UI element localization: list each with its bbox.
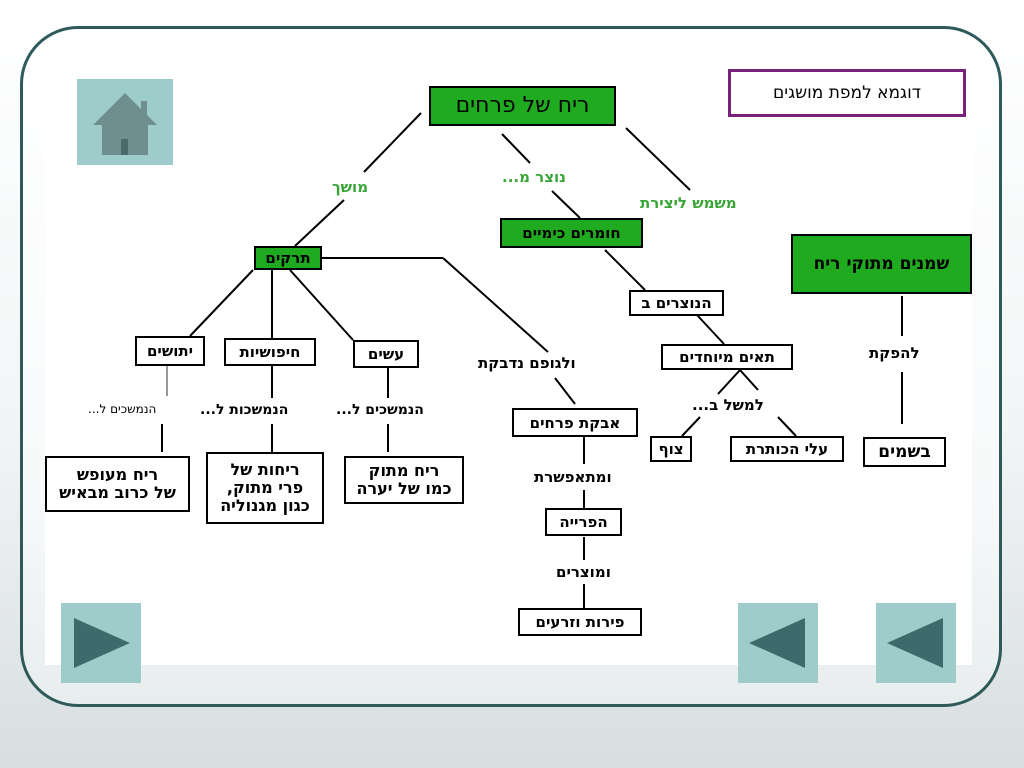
label-enables: ומתאפשרת [534, 468, 612, 486]
node-pollen: אבקת פרחים [512, 408, 638, 437]
diagram-title: דוגמא למפת מושגים [728, 69, 966, 117]
house-icon [93, 93, 157, 155]
label-for-example: למשל ב... [692, 396, 764, 414]
node-sweet-oils: שמנים מתוקי ריח [791, 234, 972, 294]
label-drawn-to-moths: הנמשכים ל... [336, 402, 424, 418]
node-musty-smell-line1: ריח מעופש [76, 465, 159, 484]
line-prod-cells [696, 314, 725, 345]
line-madefrom-chem [551, 190, 581, 219]
label-drawn-to-beetles: הנמשכות ל... [200, 402, 289, 418]
line-sticks-pollen [554, 377, 576, 405]
line-cells-example-l [717, 369, 741, 395]
prev-slide-button[interactable] [876, 603, 956, 683]
label-and-produce: ומוצרים [556, 563, 611, 581]
node-musty-smell: ריח מעופש של כרוב מבאיש [45, 456, 190, 512]
node-petals: עלי הכותרת [730, 436, 844, 462]
line-chem-prod [604, 249, 646, 291]
label-used-for: משמש ליצירת [640, 194, 737, 212]
node-beetles: חיפושיות [224, 338, 316, 366]
node-sweet-smell-line1: ריח מתוק [368, 461, 440, 480]
node-sweet-smell: ריח מתוק כמו של יערה [344, 456, 464, 504]
line-root-usedfor [625, 127, 691, 191]
node-scents: תרקים [254, 246, 322, 270]
label-made-from: נוצר מ... [502, 168, 566, 186]
label-drawn-to-mosquitoes: הנמשכים ל... [88, 402, 157, 416]
play-left-icon [887, 618, 943, 668]
node-chemicals: חומרים כימיים [500, 218, 643, 248]
line-example-tzuf [681, 416, 701, 437]
back-button[interactable] [738, 603, 818, 683]
node-fruits-seeds: פירות וזרעים [518, 608, 642, 636]
node-moths: עשים [353, 340, 419, 368]
label-to-produce: להפקת [869, 344, 920, 362]
node-nectar: צוף [650, 436, 692, 462]
node-sweet-smell-line2: כמו של יערה [356, 479, 452, 498]
line-scent-insects [189, 269, 254, 337]
line-cells-example-r [739, 369, 759, 391]
node-sweet-fruit-line3: כגון מגנוליה [220, 496, 310, 515]
home-button[interactable] [77, 79, 173, 165]
node-musty-smell-line2: של כרוב מבאיש [59, 483, 176, 502]
line-scent-sticks [442, 257, 549, 353]
node-flower-scent: ריח של פרחים [429, 86, 616, 126]
node-sweet-fruit-line2: פרי מתוק, [226, 478, 304, 497]
next-slide-button[interactable] [61, 603, 141, 683]
play-left-icon [749, 618, 805, 668]
node-mosquitoes: יתושים [135, 336, 205, 366]
play-right-icon [74, 618, 130, 668]
line-root-madefrom [501, 133, 531, 164]
node-pollination: הפרייה [545, 508, 622, 536]
node-special-cells: תאים מיוחדים [661, 344, 793, 370]
label-sticks-to-body: ולגופם נדבקת [478, 354, 576, 372]
line-root-attracts [363, 112, 422, 173]
node-perfume: בשמים [863, 437, 946, 467]
node-sweet-fruit-line1: ריחות של [230, 460, 300, 479]
line-example-petals [777, 416, 797, 437]
line-scent-moths [289, 269, 354, 341]
node-sweet-fruit-smells: ריחות של פרי מתוק, כגון מגנוליה [206, 452, 324, 524]
label-attracts: מושך [332, 178, 369, 196]
line-attracts-scent [294, 199, 345, 247]
node-produced-in: הנוצרים ב [629, 290, 724, 316]
